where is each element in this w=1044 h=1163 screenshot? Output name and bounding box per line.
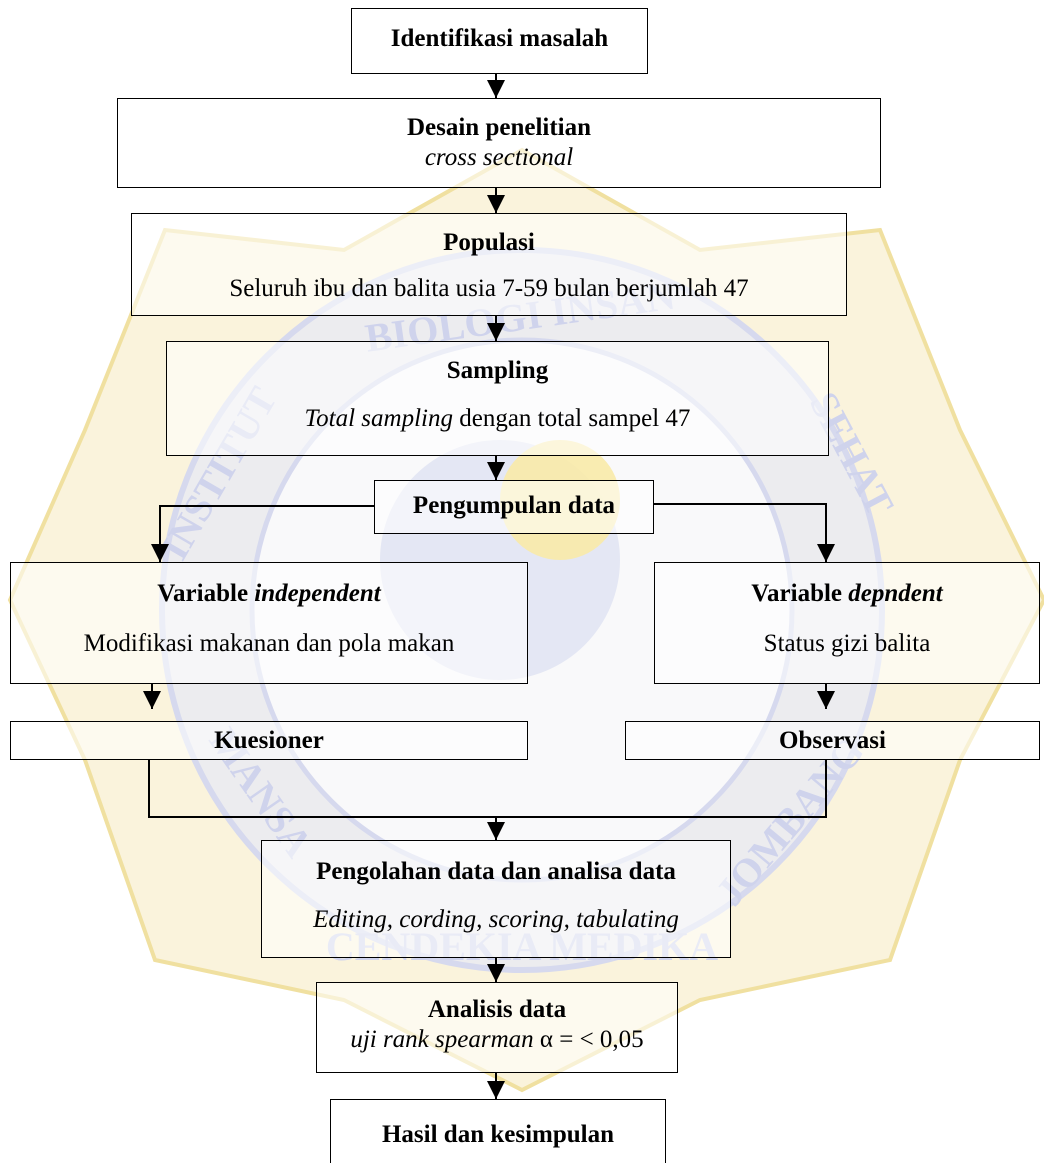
node-kuesioner-title: Kuesioner (214, 727, 324, 754)
node-sampling-subtitle: Total sampling dengan total sampel 47 (167, 404, 828, 434)
node-sampling: Sampling Total sampling dengan total sam… (166, 341, 829, 456)
node-analisis-subtitle: uji rank spearman α = < 0,05 (317, 1025, 677, 1055)
node-var-dep-title: Variable depndent (655, 579, 1039, 609)
edge-pengumpulan-var-dep (654, 503, 835, 562)
node-var-dep-title-plain: Variable (751, 580, 849, 607)
node-desain-penelitian: Desain penelitian cross sectional (117, 98, 881, 188)
node-pengumpulan-title: Pengumpulan data (412, 492, 616, 519)
node-hasil-title: Hasil dan kesimpulan (381, 1121, 615, 1148)
node-var-ind-subtitle: Modifikasi makanan dan pola makan (83, 630, 455, 657)
node-hasil-kesimpulan: Hasil dan kesimpulan (330, 1099, 666, 1163)
node-variable-independent: Variable independent Modifikasi makanan … (10, 562, 528, 684)
node-var-dep-subtitle: Status gizi balita (763, 630, 931, 657)
node-var-ind-title: Variable independent (11, 579, 527, 609)
node-observasi: Observasi (625, 721, 1040, 760)
node-desain-title: Desain penelitian (406, 114, 592, 141)
edge-kuesioner-merge (148, 760, 827, 818)
node-analisis-subtitle-rest: α = < 0,05 (539, 1026, 644, 1053)
edge-pengumpulan-var-ind (151, 505, 374, 562)
node-identifikasi-masalah: Identifikasi masalah (351, 8, 648, 74)
node-sampling-subtitle-italic: Total sampling (304, 405, 453, 432)
node-variable-dependent: Variable depndent Status gizi balita (654, 562, 1040, 684)
node-sampling-title: Sampling (446, 357, 549, 384)
node-var-ind-title-italic: independent (254, 580, 381, 607)
node-sampling-subtitle-rest: dengan total sampel 47 (452, 405, 691, 432)
node-observasi-title: Observasi (779, 727, 886, 754)
node-var-ind-title-plain: Variable (157, 580, 255, 607)
node-var-dep-title-italic: depndent (848, 580, 943, 607)
node-desain-subtitle: cross sectional (424, 144, 574, 171)
node-kuesioner: Kuesioner (10, 721, 528, 760)
node-analisis-data: Analisis data uji rank spearman α = < 0,… (316, 982, 678, 1073)
node-populasi: Populasi Seluruh ibu dan balita usia 7-5… (131, 213, 847, 316)
node-pengolahan-subtitle: Editing, cording, scoring, tabulating (313, 906, 679, 933)
node-pengolahan-data: Pengolahan data dan analisa data Editing… (261, 840, 731, 958)
node-pengumpulan-data: Pengumpulan data (374, 480, 654, 534)
node-analisis-title: Analisis data (427, 996, 567, 1023)
node-pengolahan-title: Pengolahan data dan analisa data (316, 858, 676, 885)
node-populasi-title: Populasi (443, 229, 535, 256)
node-identifikasi-title: Identifikasi masalah (390, 25, 609, 52)
node-analisis-subtitle-italic: uji rank spearman (350, 1026, 540, 1053)
node-populasi-subtitle: Seluruh ibu dan balita usia 7-59 bulan b… (229, 275, 749, 302)
